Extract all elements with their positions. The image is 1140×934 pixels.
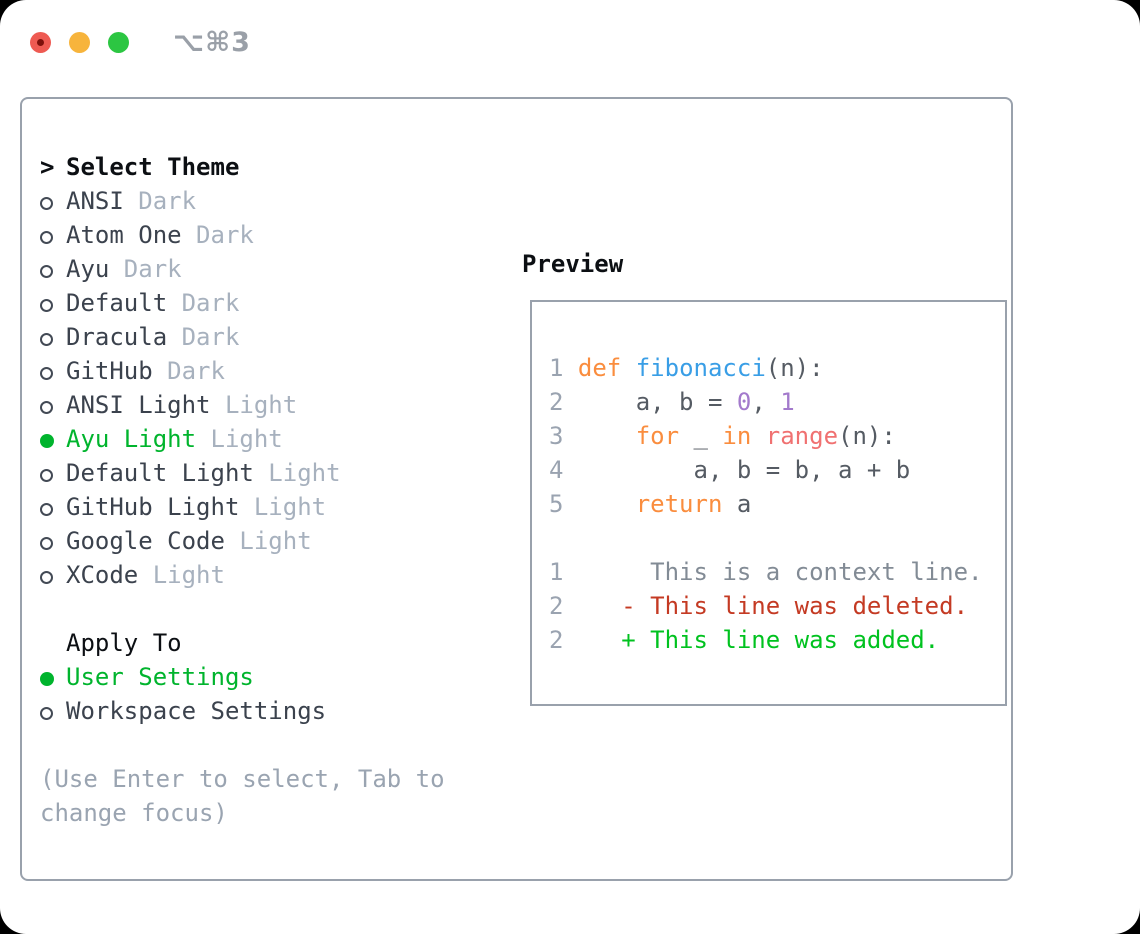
option-label: Default Light	[66, 459, 254, 487]
option-tag: Light	[138, 561, 225, 589]
option-tag: Dark	[181, 221, 254, 249]
code-line: 2 a, b = 0, 1	[549, 388, 795, 416]
theme-option-default-light[interactable]: Default Light Light	[40, 456, 445, 490]
theme-option-default[interactable]: Default Dark	[40, 286, 445, 320]
radio-icon	[40, 333, 53, 346]
theme-option-ansi-light[interactable]: ANSI Light Light	[40, 388, 445, 422]
option-label: Atom One	[66, 221, 182, 249]
option-tag: Light	[196, 425, 283, 453]
option-label: ANSI Light	[66, 391, 211, 419]
theme-option-atom-one[interactable]: Atom One Dark	[40, 218, 445, 252]
hint-line-1: (Use Enter to select, Tab to	[40, 765, 445, 793]
theme-option-ayu[interactable]: Ayu Dark	[40, 252, 445, 286]
option-label: Workspace Settings	[66, 697, 327, 725]
option-label: GitHub Light	[66, 493, 240, 521]
option-tag: Dark	[123, 187, 197, 215]
option-tag: Dark	[167, 323, 240, 351]
radio-icon	[40, 265, 53, 278]
hint-line-2: change focus)	[40, 799, 228, 827]
radio-icon	[40, 299, 53, 312]
theme-option-ayu-light[interactable]: Ayu Light Light	[40, 422, 445, 456]
radio-icon	[40, 231, 53, 244]
theme-option-xcode[interactable]: XCode Light	[40, 558, 445, 592]
theme-option-google-code[interactable]: Google Code Light	[40, 524, 445, 558]
option-tag: Light	[253, 459, 341, 487]
blank-line	[549, 521, 982, 555]
option-label: Google Code	[66, 527, 225, 555]
option-label: User Settings	[66, 663, 254, 691]
radio-icon	[40, 537, 53, 550]
radio-icon	[40, 367, 53, 380]
diff-line-added: 2 + This line was added.	[549, 626, 940, 654]
option-label: Ayu Light	[66, 425, 197, 453]
option-tag: Light	[224, 527, 312, 555]
minimize-button[interactable]	[69, 32, 90, 53]
option-label: ANSI	[66, 187, 124, 215]
option-tag: Light	[239, 493, 327, 521]
code-line: 1 def fibonacci(n):	[549, 354, 824, 382]
theme-option-dracula[interactable]: Dracula Dark	[40, 320, 445, 354]
theme-option-github[interactable]: GitHub Dark	[40, 354, 445, 388]
diff-line-deleted: 2 - This line was deleted.	[549, 592, 969, 620]
zoom-button[interactable]	[108, 32, 129, 53]
spacer	[40, 592, 445, 626]
theme-option-ansi[interactable]: ANSI Dark	[40, 184, 445, 218]
select-theme-header: > Select Theme	[40, 150, 445, 184]
option-label: XCode	[66, 561, 139, 589]
theme-option-github-light[interactable]: GitHub Light Light	[40, 490, 445, 524]
hint-text: (Use Enter to select, Tab to change focu…	[40, 762, 445, 830]
code-preview: 1 def fibonacci(n): 2 a, b = 0, 1 3 for _ …	[549, 351, 982, 657]
titlebar: ⌥⌘3	[30, 27, 251, 58]
select-theme-title: Select Theme	[66, 153, 240, 181]
option-label: GitHub	[66, 357, 153, 385]
apply-option-user-settings[interactable]: User Settings	[40, 660, 445, 694]
apply-to-header: Apply To	[40, 626, 445, 660]
radio-icon	[40, 571, 53, 584]
option-label: Default	[66, 289, 168, 317]
diff-line-context: 1 This is a context line.	[549, 558, 983, 586]
code-line: 3 for _ in range(n):	[549, 422, 896, 450]
code-line: 4 a, b = b, a + b	[549, 456, 911, 484]
focus-prompt-icon: >	[40, 153, 55, 181]
close-button[interactable]	[30, 32, 51, 53]
option-tag: Light	[210, 391, 298, 419]
preview-title: Preview	[522, 250, 624, 278]
option-label: Dracula	[66, 323, 168, 351]
apply-to-title: Apply To	[66, 629, 182, 657]
window-title: ⌥⌘3	[173, 27, 251, 58]
radio-selected-icon	[40, 672, 54, 686]
radio-icon	[40, 503, 53, 516]
radio-icon	[40, 401, 53, 414]
code-line: 5 return a	[549, 490, 752, 518]
spacer	[40, 728, 445, 762]
option-label: Ayu	[66, 255, 110, 283]
option-tag: Dark	[152, 357, 225, 385]
radio-icon	[40, 707, 53, 720]
preview-box: 1 def fibonacci(n): 2 a, b = 0, 1 3 for _ …	[530, 300, 1007, 706]
radio-icon	[40, 197, 53, 210]
option-tag: Dark	[167, 289, 240, 317]
radio-icon	[40, 469, 53, 482]
radio-selected-icon	[40, 434, 54, 448]
option-tag: Dark	[109, 255, 182, 283]
apply-option-workspace-settings[interactable]: Workspace Settings	[40, 694, 445, 728]
